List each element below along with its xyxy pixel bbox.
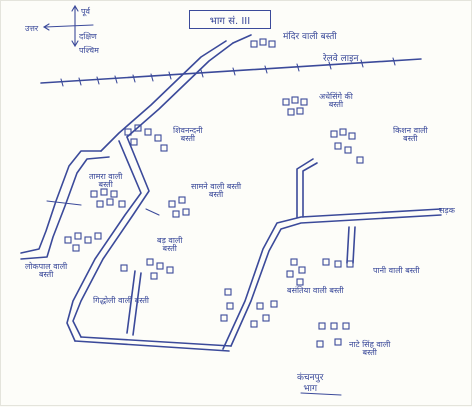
label-pani: पानी वाली बस्ती: [373, 266, 420, 275]
label-kishna: किशन वाली बस्ती: [393, 126, 428, 144]
label-lokpal: लोकपाल वाली बस्ती: [25, 262, 68, 280]
label-shivnandan: शिवनन्दनी बस्ती: [173, 126, 203, 144]
label-tamra: तामरा वाली बस्ती: [89, 172, 123, 190]
compass-west-label: उत्तर: [25, 24, 39, 33]
railway-line: [40, 57, 422, 87]
compass-north-label: पूर्व: [81, 7, 90, 16]
label-ratni: बसंतिया वाली बस्ती: [287, 286, 344, 295]
compass-rose: [42, 4, 94, 48]
label-sadak: सड़क: [439, 206, 455, 215]
huts: [64, 38, 364, 348]
roads: [20, 34, 442, 352]
signature-underline: [300, 392, 342, 396]
label-top-basti: मंदिर वाली बस्ती: [283, 32, 337, 42]
label-adhesinge: अधेसिंगे की बस्ती: [319, 92, 353, 110]
map-title: भाग सं. III: [189, 10, 271, 29]
label-mid-basti: सामने वाली बस्ती बस्ती: [191, 182, 242, 200]
compass-east-label: दक्षिण: [79, 32, 97, 41]
label-bottom-right: नाटे सिंह वाली बस्ती: [349, 340, 391, 358]
label-gidholi: गिद्धोली वाली बस्ती: [93, 296, 149, 305]
compass-south-label: पश्चिम: [79, 46, 99, 55]
signature: कंचनपुर भाग: [297, 373, 324, 394]
label-bade: बड़ वाली बस्ती: [157, 236, 183, 254]
label-railway: रेलवे लाइन: [323, 54, 359, 64]
